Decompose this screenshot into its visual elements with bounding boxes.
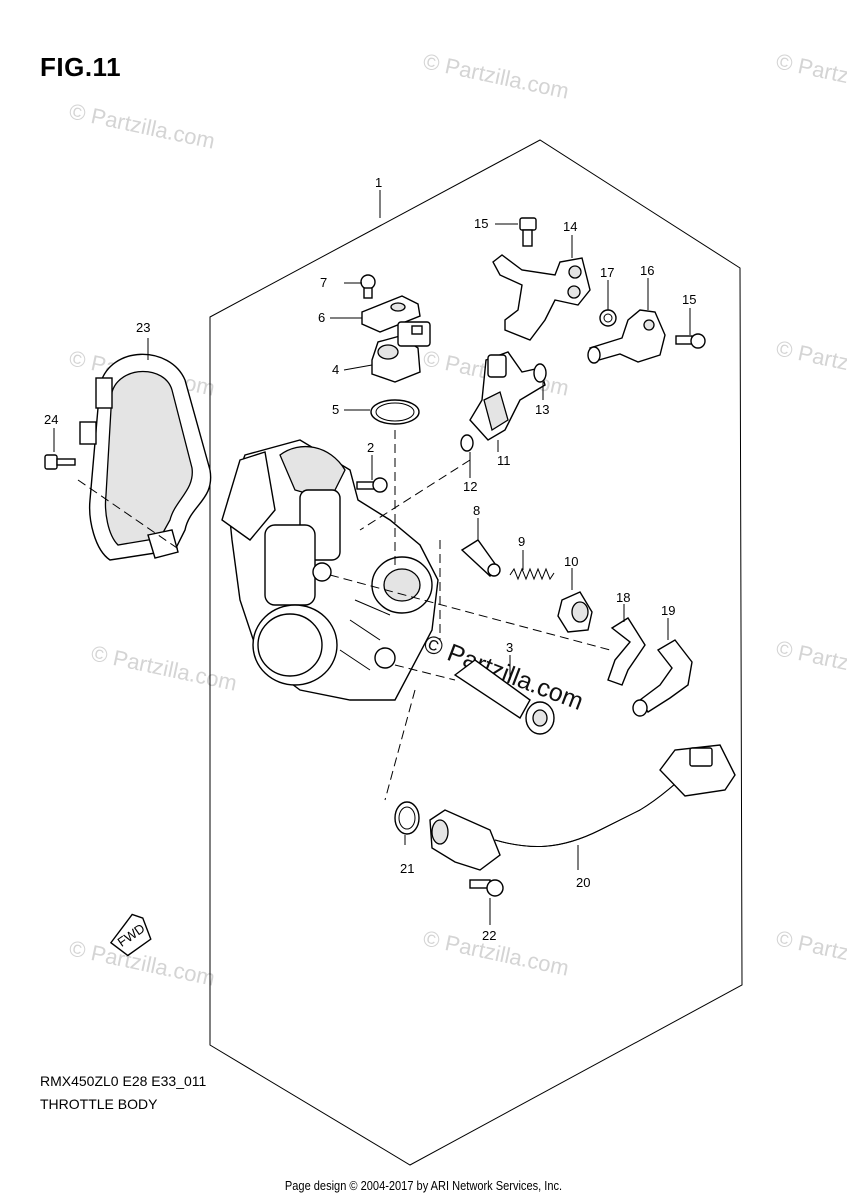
- callout-18: 18: [616, 590, 630, 605]
- watermark: © Partzilla.com: [774, 635, 847, 690]
- callout-1: 1: [375, 175, 382, 190]
- watermark: © Partzilla.com: [774, 48, 847, 103]
- o-ring-12: [460, 434, 474, 452]
- watermark: © Partzilla.com: [67, 98, 217, 153]
- callout-20: 20: [576, 875, 590, 890]
- callout-17: 17: [600, 265, 614, 280]
- o-ring-21-inner: [398, 806, 416, 830]
- callout-23: 23: [136, 320, 150, 335]
- callout-9: 9: [518, 534, 525, 549]
- bolt-15-top: [519, 217, 537, 247]
- callout-15-top: 15: [474, 216, 488, 231]
- diagram-title: THROTTLE BODY: [40, 1096, 158, 1112]
- callout-6: 6: [318, 310, 325, 325]
- nut-10: [557, 591, 593, 633]
- callout-10: 10: [564, 554, 578, 569]
- callout-19: 19: [661, 603, 675, 618]
- fuel-injector-11: [469, 351, 546, 441]
- seal-ring-17: [599, 309, 617, 327]
- watermark: © Partzilla.com: [421, 48, 571, 103]
- plunger-8: [460, 539, 501, 577]
- o-ring-5-inner: [375, 402, 415, 422]
- bracket-14: [492, 254, 591, 341]
- callout-3: 3: [506, 640, 513, 655]
- callout-15-right: 15: [682, 292, 696, 307]
- leader-lines: [53, 190, 691, 925]
- hose-18: [607, 617, 646, 686]
- throttle-body: [221, 439, 439, 701]
- callout-5: 5: [332, 402, 339, 417]
- sensor-20: [429, 744, 736, 871]
- callout-21: 21: [400, 861, 414, 876]
- o-ring-5: [370, 399, 420, 425]
- clamp-6: [361, 295, 421, 333]
- callout-7: 7: [320, 275, 327, 290]
- callout-24: 24: [44, 412, 58, 427]
- screw-3: [453, 659, 555, 735]
- watermark: © Partzilla.com: [89, 640, 239, 695]
- watermark: © Partzilla.com: [774, 335, 847, 390]
- fuel-pipe-16: [587, 309, 666, 364]
- callout-14: 14: [563, 219, 577, 234]
- sensor-4: [371, 321, 431, 383]
- page-footer: Page design © 2004-2017 by ARI Network S…: [284, 1178, 563, 1193]
- callout-13: 13: [535, 402, 549, 417]
- screw-7: [360, 274, 376, 299]
- callout-16: 16: [640, 263, 654, 278]
- spring-9: [509, 567, 555, 581]
- o-ring-13: [533, 363, 547, 383]
- assembly-outline: [209, 139, 743, 1166]
- seal-ring-17-inner: [603, 313, 613, 323]
- callout-numbers: 1 2 3 4 5 6 7 8 9 10 11 12 13 14 15 15 1…: [44, 175, 696, 943]
- bolt-15-right: [675, 333, 706, 349]
- callout-4: 4: [332, 362, 339, 377]
- assembly-dash-lines: [77, 430, 611, 801]
- callout-12: 12: [463, 479, 477, 494]
- callout-22: 22: [482, 928, 496, 943]
- callout-2: 2: [367, 440, 374, 455]
- watermark: © Partzilla.com: [774, 925, 847, 980]
- callout-11: 11: [497, 453, 511, 468]
- hose-19: [632, 639, 693, 717]
- callout-8: 8: [473, 503, 480, 518]
- model-code: RMX450ZL0 E28 E33_011: [40, 1073, 207, 1089]
- bolt-22: [469, 879, 504, 897]
- screw-2: [356, 477, 388, 493]
- screw-24: [44, 454, 76, 470]
- figure-label: FIG.11: [40, 52, 122, 82]
